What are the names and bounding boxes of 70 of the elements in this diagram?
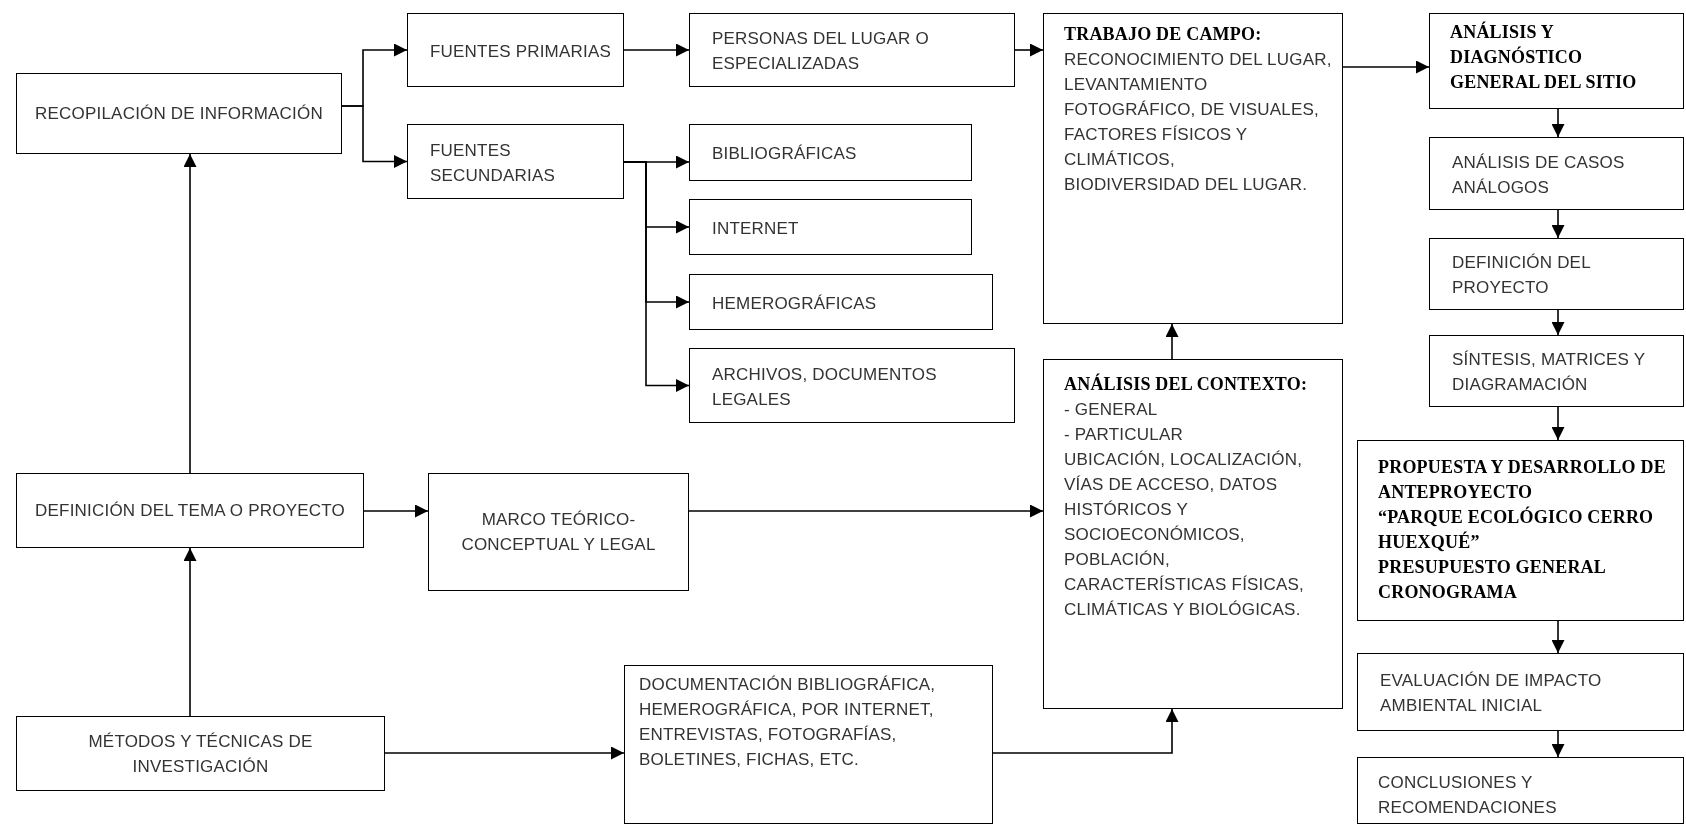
process-box: [1043, 359, 1343, 709]
arrow: [1551, 406, 1565, 441]
arrow: [341, 105, 408, 168]
process-box: [16, 716, 385, 791]
box-text: MARCO TEÓRICO-CONCEPTUAL Y LEGAL: [460, 509, 657, 556]
box-text: ARCHIVOS, DOCUMENTOS LEGALES: [712, 363, 938, 411]
box-text: RECONOCIMIENTO DEL LUGAR,: [1064, 49, 1332, 71]
process-box: [428, 473, 689, 591]
box-text: EVALUACIÓN DE IMPACTO AMBIENTAL INICIAL: [1380, 670, 1603, 717]
box-text: MÉTODOS Y TÉCNICAS DE INVESTIGACIÓN: [87, 730, 314, 778]
process-box: [1429, 238, 1684, 310]
box-text: ANÁLISIS Y DIAGNÓSTICO GENERAL DEL SITIO: [1450, 20, 1638, 94]
box-text: DOCUMENTACIÓN BIBLIOGRÁFICA, HEMEROGRÁFICA, POR INTERNET, ENTREVISTAS, FOTOGRAFÍAS, BOLETINES, FICHAS, ETC.: [639, 674, 937, 771]
box-text: INTERNET: [712, 217, 800, 240]
arrow: [1551, 620, 1565, 654]
arrow: [1014, 43, 1044, 57]
process-box: [1429, 137, 1684, 210]
box-text: PRESUPUESTO GENERAL: [1378, 556, 1608, 579]
box-text: FACTORES FÍSICOS Y CLIMÁTICOS,: [1064, 124, 1249, 171]
process-box: [407, 13, 624, 87]
box-text: ANÁLISIS DE CASOS ANÁLOGOS: [1452, 151, 1626, 199]
arrow: [1551, 730, 1565, 758]
box-heading: ANÁLISIS DEL CONTEXTO:: [1064, 372, 1309, 396]
box-text: - PARTICULAR: [1064, 424, 1184, 446]
box-text: CONCLUSIONES Y RECOMENDACIONES: [1378, 772, 1558, 819]
process-box: [624, 665, 993, 824]
box-text: LEVANTAMIENTO FOTOGRÁFICO, DE VISUALES,: [1064, 74, 1320, 121]
box-text: CRONOGRAMA: [1378, 581, 1518, 604]
box-text: PERSONAS DEL LUGAR O ESPECIALIZADAS: [712, 28, 930, 75]
arrow: [1342, 60, 1430, 74]
arrow: [1551, 209, 1565, 239]
arrow: [363, 504, 429, 518]
process-box: [1357, 757, 1684, 824]
arrow: [183, 153, 197, 474]
box-text: FUENTES PRIMARIAS: [430, 40, 612, 63]
process-box: [689, 348, 1015, 423]
process-box: [689, 274, 993, 330]
arrow: [623, 43, 690, 57]
process-box: [689, 199, 972, 255]
process-box: [407, 124, 624, 199]
box-text: UBICACIÓN, LOCALIZACIÓN, VÍAS DE ACCESO, DATOS HISTÓRICOS Y SOCIOECONÓMICOS, POBLACIÓN, CARACTERÍSTICAS FÍSICAS, CLIMÁTICAS Y BIOLÓGICAS.: [1064, 449, 1305, 621]
box-text: BIODIVERSIDAD DEL LUGAR.: [1064, 174, 1309, 196]
box-text: DEFINICIÓN DEL TEMA O PROYECTO: [35, 500, 345, 522]
box-text: RECOPILACIÓN DE INFORMACIÓN: [35, 103, 323, 125]
box-text: BIBLIOGRÁFICAS: [712, 143, 858, 165]
box-text: DEFINICIÓN DEL PROYECTO: [1452, 252, 1592, 299]
process-box: [689, 13, 1015, 87]
box-text: “PARQUE ECOLÓGICO CERRO HUEXQUÉ”: [1378, 505, 1655, 554]
box-text: FUENTES SECUNDARIAS: [430, 139, 556, 187]
process-box: [1357, 653, 1684, 731]
box-text: HEMEROGRÁFICAS: [712, 292, 878, 315]
arrow: [1165, 323, 1179, 360]
box-text: SÍNTESIS, MATRICES Y DIAGRAMACIÓN: [1452, 349, 1646, 396]
process-box: [1429, 13, 1684, 109]
process-box: [1429, 335, 1684, 407]
arrow: [1551, 309, 1565, 336]
process-box: [689, 124, 972, 181]
arrow: [183, 547, 197, 717]
box-text: PROPUESTA Y DESARROLLO DE ANTEPROYECTO: [1378, 456, 1667, 504]
arrow: [688, 504, 1044, 518]
process-box: [1357, 440, 1684, 621]
process-box: [1043, 13, 1343, 324]
box-text: - GENERAL: [1064, 399, 1159, 421]
arrow: [1551, 108, 1565, 138]
process-box: [16, 73, 342, 154]
arrow: [992, 708, 1179, 754]
box-heading: TRABAJO DE CAMPO:: [1064, 23, 1263, 46]
process-box: [16, 473, 364, 548]
arrow: [384, 746, 625, 760]
arrow: [623, 161, 690, 392]
